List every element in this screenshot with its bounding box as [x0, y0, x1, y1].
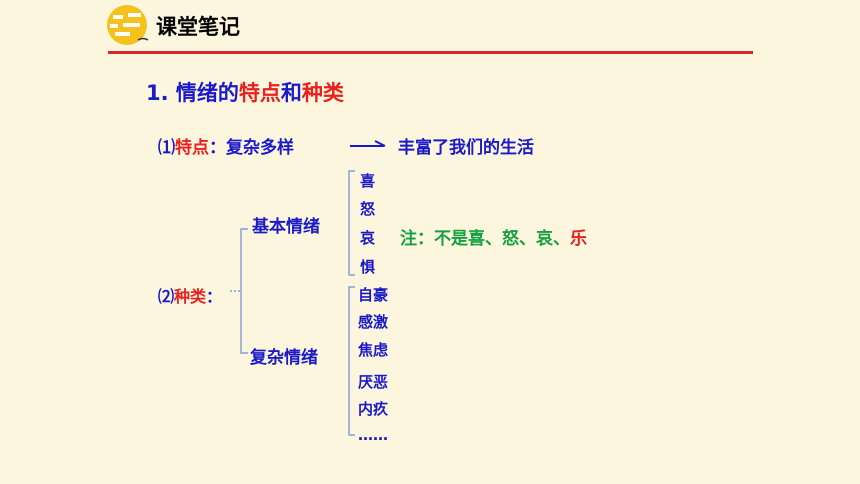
basic-emotion-item: 喜 [360, 172, 376, 190]
note-highlight: 乐 [570, 229, 587, 249]
point1-value: 复杂多样 [226, 138, 294, 158]
point1-result: 丰富了我们的生活 [398, 138, 534, 158]
point2-number: ⑵ [158, 287, 175, 306]
point1-label: 特点 [175, 138, 209, 158]
category-brackets [230, 170, 355, 436]
heading-types: 种类 [301, 81, 344, 105]
heading-prefix: 1. 情绪的 [146, 81, 239, 105]
complex-emotion-item: 感激 [358, 313, 389, 331]
point2-colon: ： [206, 287, 223, 306]
point2-label: 种类 [174, 287, 207, 306]
complex-emotion-item: 焦虑 [358, 341, 389, 359]
section-heading: 1. 情绪的特点和种类 [146, 77, 344, 107]
basic-emotion-item: 怒 [360, 200, 376, 218]
notes-logo-icon [107, 5, 149, 45]
point2-line: ⑵种类： [158, 283, 222, 307]
heading-features: 特点 [238, 81, 281, 105]
complex-emotions-title: 复杂情绪 [250, 348, 318, 368]
basic-emotion-item: 惧 [360, 258, 376, 276]
basic-emotions-title: 基本情绪 [252, 217, 320, 237]
point1-colon: ： [209, 138, 226, 158]
heading-and: 和 [280, 81, 302, 105]
point1-number: ⑴ [158, 138, 175, 158]
complex-emotion-item: 自豪 [358, 286, 389, 304]
complex-emotion-item: …… [358, 426, 388, 444]
basic-emotion-item: 哀 [360, 229, 376, 247]
complex-emotion-item: 内疚 [358, 400, 389, 418]
page-title: 课堂笔记 [156, 15, 240, 39]
note-text: 注：不是喜、怒、哀、乐 [400, 224, 587, 249]
header-divider [108, 51, 753, 54]
complex-emotion-item: 厌恶 [358, 373, 389, 391]
note-prefix: 注：不是喜、怒、哀、 [400, 229, 570, 249]
point1-line: ⑴特点：复杂多样 [158, 133, 294, 158]
arrow-right-icon [350, 140, 386, 147]
